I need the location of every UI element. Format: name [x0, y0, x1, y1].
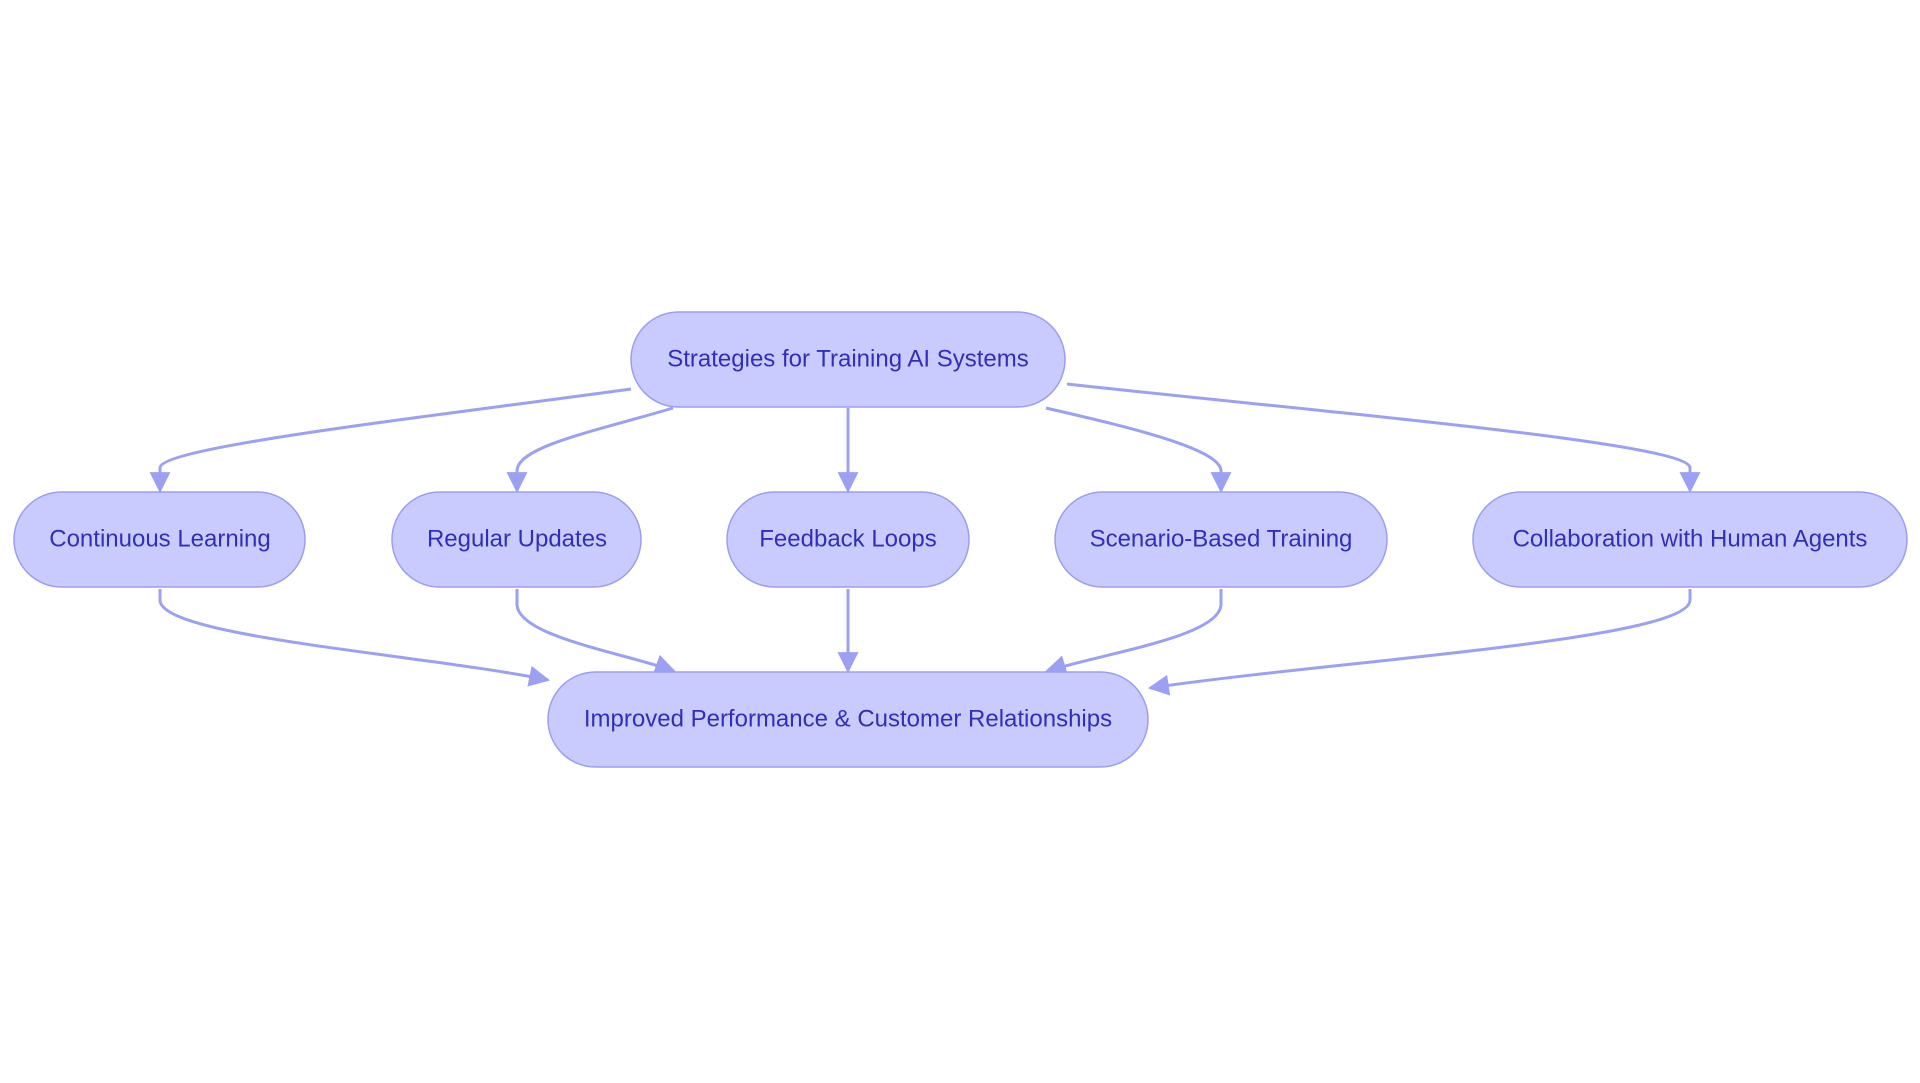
node-outcome[interactable]: Improved Performance & Customer Relation… — [547, 671, 1149, 768]
node-collaboration-label: Collaboration with Human Agents — [1513, 526, 1868, 553]
node-root[interactable]: Strategies for Training AI Systems — [630, 311, 1066, 408]
node-scenario-training-label: Scenario-Based Training — [1090, 526, 1353, 553]
node-continuous-learning-label: Continuous Learning — [49, 526, 271, 553]
edge-scenario-training-to-outcome — [1044, 589, 1223, 676]
edge-continuous-learning-to-outcome — [158, 589, 551, 687]
node-scenario-training[interactable]: Scenario-Based Training — [1054, 491, 1388, 588]
edge-layer — [149, 382, 1701, 696]
node-root-label: Strategies for Training AI Systems — [667, 346, 1029, 373]
node-regular-updates[interactable]: Regular Updates — [391, 491, 642, 588]
edge-root-to-scenario-training — [1045, 406, 1232, 494]
node-continuous-learning[interactable]: Continuous Learning — [13, 491, 306, 588]
node-collaboration[interactable]: Collaboration with Human Agents — [1472, 491, 1908, 588]
edge-root-to-regular-updates — [506, 406, 674, 494]
edge-regular-updates-to-outcome — [515, 589, 676, 675]
node-feedback-loops[interactable]: Feedback Loops — [726, 491, 970, 588]
edge-collaboration-to-outcome — [1147, 589, 1692, 696]
edge-root-to-collaboration — [1066, 382, 1701, 494]
node-feedback-loops-label: Feedback Loops — [759, 526, 936, 553]
node-outcome-label: Improved Performance & Customer Relation… — [584, 706, 1112, 733]
edge-root-to-continuous-learning — [149, 387, 632, 494]
node-layer: Strategies for Training AI Systems Conti… — [13, 311, 1908, 768]
node-regular-updates-label: Regular Updates — [427, 526, 607, 553]
